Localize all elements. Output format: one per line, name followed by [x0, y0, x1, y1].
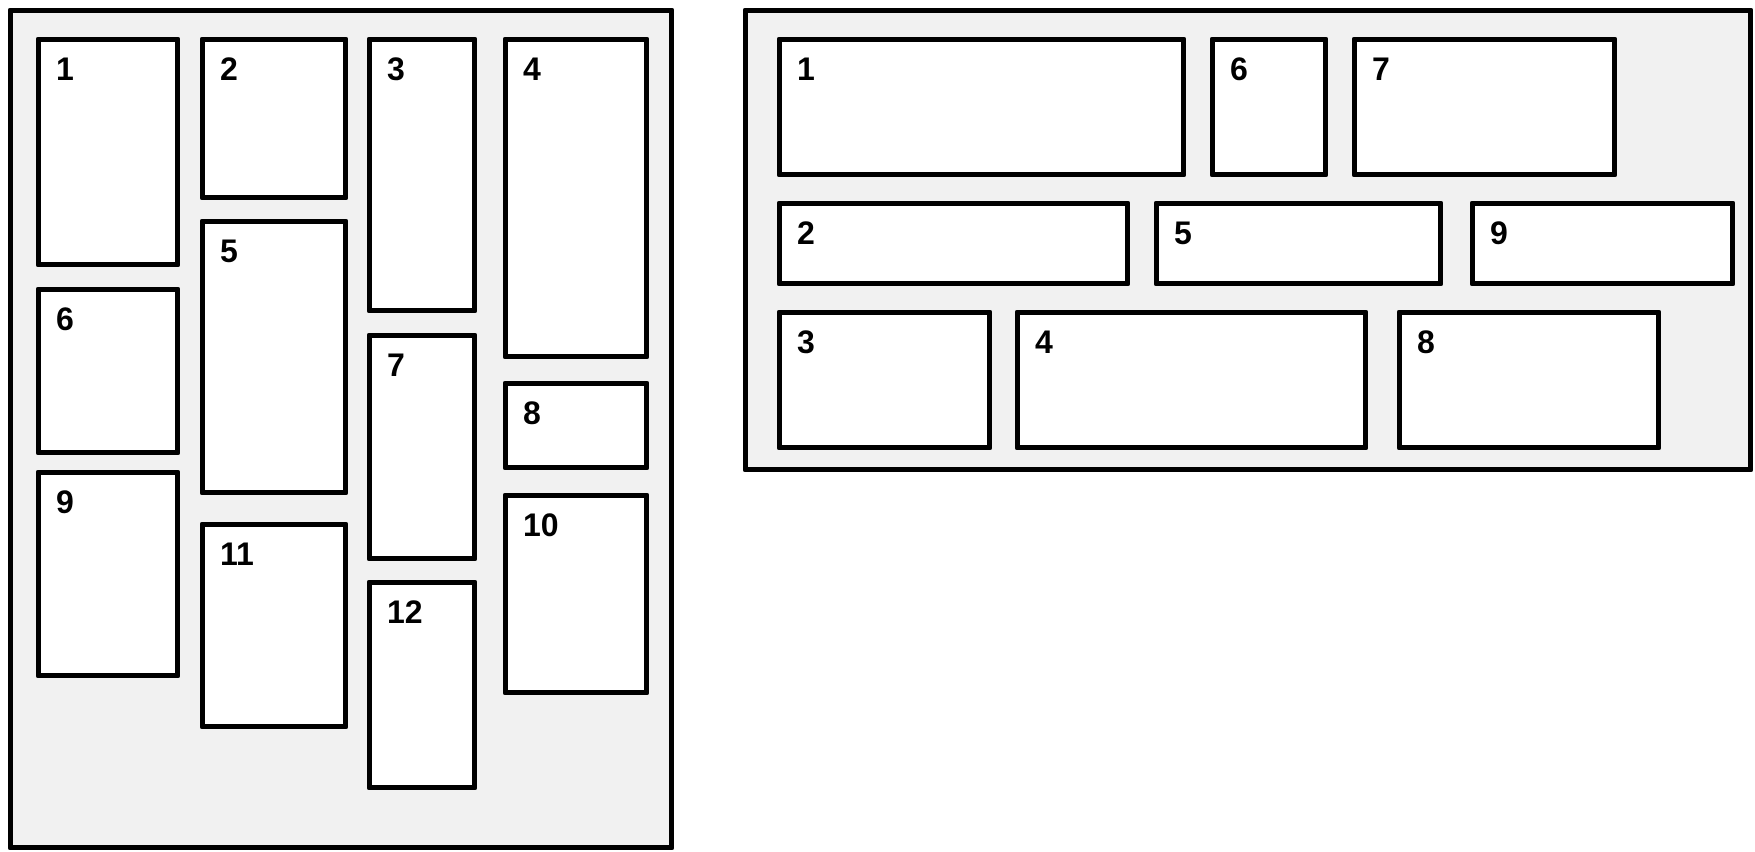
- row-masonry-item-5: 5: [1154, 201, 1443, 286]
- item-number-label: 8: [523, 395, 541, 431]
- column-masonry-item-4: 4: [503, 37, 649, 359]
- item-number-label: 2: [797, 215, 815, 251]
- item-number-label: 9: [56, 484, 74, 520]
- item-number-label: 7: [1372, 51, 1390, 87]
- item-number-label: 5: [1174, 215, 1192, 251]
- item-number-label: 10: [523, 507, 559, 543]
- item-number-label: 11: [220, 536, 254, 572]
- row-masonry-item-7: 7: [1352, 37, 1617, 177]
- item-number-label: 8: [1417, 324, 1435, 360]
- row-masonry-panel: 1 2 3 4 5 6 7 8 9: [743, 8, 1753, 472]
- item-number-label: 5: [220, 233, 238, 269]
- item-number-label: 3: [387, 51, 405, 87]
- column-masonry-item-7: 7: [367, 333, 477, 561]
- row-masonry-item-1: 1: [777, 37, 1186, 177]
- item-number-label: 6: [56, 301, 74, 337]
- item-number-label: 12: [387, 594, 423, 630]
- row-masonry-item-9: 9: [1470, 201, 1735, 286]
- column-masonry-item-10: 10: [503, 493, 649, 695]
- row-masonry-item-4: 4: [1015, 310, 1368, 450]
- row-masonry-item-6: 6: [1210, 37, 1328, 177]
- column-masonry-item-3: 3: [367, 37, 477, 313]
- item-number-label: 1: [797, 51, 815, 87]
- item-number-label: 3: [797, 324, 815, 360]
- column-masonry-item-8: 8: [503, 381, 649, 470]
- column-masonry-item-11: 11: [200, 522, 348, 729]
- column-masonry-item-9: 9: [36, 470, 180, 678]
- column-masonry-item-12: 12: [367, 580, 477, 790]
- item-number-label: 6: [1230, 51, 1248, 87]
- item-number-label: 7: [387, 347, 405, 383]
- item-number-label: 4: [1035, 324, 1053, 360]
- item-number-label: 2: [220, 51, 238, 87]
- item-number-label: 9: [1490, 215, 1508, 251]
- row-masonry-item-8: 8: [1397, 310, 1661, 450]
- column-masonry-item-2: 2: [200, 37, 348, 200]
- row-masonry-item-3: 3: [777, 310, 992, 450]
- column-masonry-item-5: 5: [200, 219, 348, 495]
- column-masonry-item-6: 6: [36, 287, 180, 455]
- row-masonry-item-2: 2: [777, 201, 1130, 286]
- item-number-label: 1: [56, 51, 74, 87]
- column-masonry-item-1: 1: [36, 37, 180, 267]
- item-number-label: 4: [523, 51, 541, 87]
